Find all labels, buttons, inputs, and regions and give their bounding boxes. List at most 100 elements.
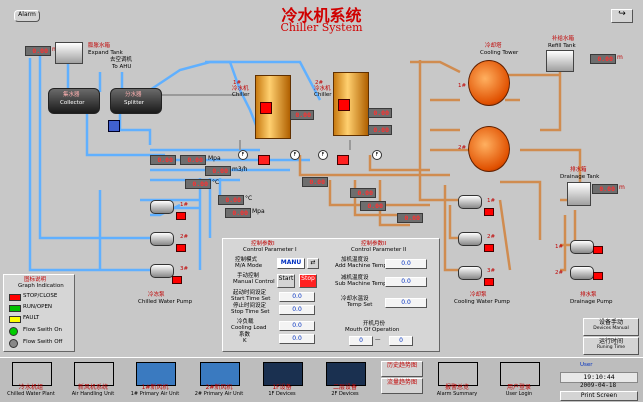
chiller-1-label-en: Chiller xyxy=(232,92,250,98)
nav-1f-devices[interactable]: 1F设备 1F Devices xyxy=(253,360,311,398)
alarm-summary-icon xyxy=(438,362,478,386)
drainage-tank-label-cn: 排水箱 xyxy=(570,167,587,173)
drainage-tank-level: 0.00 xyxy=(592,184,618,194)
refill-tank-unit: m xyxy=(617,54,623,61)
stop-button[interactable]: Stop xyxy=(299,274,317,288)
stop-swatch-icon xyxy=(9,294,21,301)
flow-unit: m3/h xyxy=(232,166,248,173)
cooling-pump-1[interactable] xyxy=(458,195,482,209)
nav-chilled-water-plant[interactable]: 冷水机组 Chilled Water Plant xyxy=(2,360,60,398)
expand-tank-label-en: Expand Tank xyxy=(88,50,123,56)
nav-label-cn: 二层设备 xyxy=(332,384,357,391)
flow-switch-icon: F xyxy=(318,150,328,160)
start-button[interactable]: Start xyxy=(277,274,295,288)
drainage-pump-2[interactable] xyxy=(570,266,594,280)
cooling-pump-2[interactable] xyxy=(458,232,482,246)
stop-time-label-en: Stop Time Set xyxy=(231,309,270,315)
chiller-1[interactable] xyxy=(255,75,291,139)
cooling-tower-2-id: 2# xyxy=(458,145,467,151)
user-login-icon xyxy=(500,362,540,386)
nav-1-primary-air-unit[interactable]: 1#新风机 1# Primary Air Unit xyxy=(126,360,184,398)
exit-icon[interactable]: ↪ xyxy=(611,9,633,23)
temp-unit-1: °C xyxy=(212,179,220,186)
cooling-pump-3[interactable] xyxy=(458,266,482,280)
drainage-pump-1[interactable] xyxy=(570,240,594,254)
legend-item-flow-off: Flow Swith Off xyxy=(9,338,75,348)
cooling-tower-label-en: Cooling Tower xyxy=(480,50,519,56)
pressure-unit-2: Mpa xyxy=(252,208,265,215)
refill-tank xyxy=(546,50,574,72)
nav-alarm-summary[interactable]: 报警总览 Alarm Summary xyxy=(428,360,486,398)
pressure-unit-1: Mpa xyxy=(208,155,221,162)
chilled-pump-1-id: 1# xyxy=(180,202,189,208)
coef-input[interactable]: 0.0 xyxy=(279,334,315,344)
month-from-input[interactable]: 0 xyxy=(349,336,373,346)
alarm-button[interactable]: Alarm xyxy=(14,10,40,22)
cooling-tower-1[interactable] xyxy=(468,60,510,106)
nav-user-login[interactable]: 用户登录 User Login xyxy=(490,360,548,398)
nav-label-en: User Login xyxy=(505,391,533,397)
chiller-2-status-icon xyxy=(338,99,350,111)
expand-tank-label-cn: 膨胀水箱 xyxy=(88,43,111,49)
cool-load-input[interactable]: 0.0 xyxy=(279,321,315,331)
expand-tank xyxy=(55,42,83,64)
cooling-pump-3-status-icon xyxy=(484,278,494,286)
floor-1-thumb-icon xyxy=(263,362,303,386)
flow-switch-icon: F xyxy=(290,150,300,160)
nav-label-en: Chilled Water Plant xyxy=(7,391,55,397)
control-p1-title-cn: 控制参数I xyxy=(251,241,275,247)
bypass-valve-icon[interactable] xyxy=(108,120,120,132)
print-screen-button[interactable]: Print Screen xyxy=(560,391,638,401)
chilled-pump-1[interactable] xyxy=(150,200,174,214)
drainage-pump-1-id: 1# xyxy=(555,244,564,250)
start-time-input[interactable]: 0.0 xyxy=(279,292,315,302)
history-trend-button[interactable]: 历史趋势图 xyxy=(381,361,423,377)
devices-manual-cn: 设备手动 xyxy=(598,319,623,326)
cw-temp-input[interactable]: 0.0 xyxy=(385,298,427,308)
mode-toggle-icon[interactable]: ⇄ xyxy=(307,258,319,269)
nav-label-en: 1F Devices xyxy=(268,391,296,397)
nav-air-handling-unit[interactable]: 新风机系统 Air Handling Unit xyxy=(64,360,122,398)
cooling-pump-1-id: 1# xyxy=(487,198,496,204)
add-temp-input[interactable]: 0.0 xyxy=(385,259,427,269)
flow-trend-button[interactable]: 流量趋势图 xyxy=(381,378,423,394)
mode-select[interactable]: MANU xyxy=(277,258,305,269)
ahu-label-cn: 去空调机 xyxy=(110,57,133,63)
cool-temp-2: 0.00 xyxy=(350,188,376,198)
running-time-cn: 运行时间 xyxy=(598,338,623,345)
chiller-2-label-cn: 冷水机 xyxy=(314,86,331,92)
month-to-input[interactable]: 0 xyxy=(389,336,413,346)
chilled-pump-2[interactable] xyxy=(150,232,174,246)
refill-tank-label-cn: 补给水箱 xyxy=(552,36,575,42)
cooling-pump-3-id: 3# xyxy=(487,268,496,274)
clock-date: 2009-04-18 xyxy=(579,382,617,389)
month-label-cn: 开机月份 xyxy=(363,321,386,327)
cooling-tower-2[interactable] xyxy=(468,126,510,172)
legend-item-run: RUN/OPEN xyxy=(9,303,75,312)
cooling-pump-label-en: Cooling Water Pump xyxy=(454,299,510,305)
chiller-1-id: 1# xyxy=(233,80,242,86)
expand-tank-level: 0.00 xyxy=(25,46,51,56)
stop-time-input[interactable]: 0.0 xyxy=(279,305,315,315)
chiller-1-valve-icon[interactable] xyxy=(258,155,270,165)
nav-2-primary-air-unit[interactable]: 2#新风机 2# Primary Air Unit xyxy=(190,360,248,398)
mode-label-cn: 控制模式 xyxy=(235,257,258,263)
legend-item-stop: STOP/CLOSE xyxy=(9,292,75,301)
sub-temp-input[interactable]: 0.0 xyxy=(385,277,427,287)
chilled-pump-3[interactable] xyxy=(150,264,174,278)
chiller-2[interactable] xyxy=(333,72,369,136)
cool-temp-3: 0.00 xyxy=(360,201,386,211)
nav-2f-devices[interactable]: 二层设备 2F Devices xyxy=(316,360,374,398)
legend-title-en: Graph Indication xyxy=(18,283,64,289)
nav-label-cn: 用户登录 xyxy=(506,384,531,391)
refill-tank-label-en: Refill Tank xyxy=(548,43,576,49)
nav-label-cn: 新风机系统 xyxy=(77,384,108,391)
ahu-thumb-icon xyxy=(74,362,114,386)
page-title-cn: 冷水机系统 xyxy=(281,6,362,25)
devices-manual-button[interactable]: 设备手动 Devices Manual xyxy=(583,318,639,336)
running-time-button[interactable]: 运行时间 Runing Time xyxy=(583,337,639,355)
pressure-reading-1b: 0.00 xyxy=(180,155,206,165)
chiller-2-valve-icon[interactable] xyxy=(337,155,349,165)
drainage-tank-label-en: Drainage Tank xyxy=(560,174,600,180)
chiller-1-status-icon xyxy=(260,102,272,114)
